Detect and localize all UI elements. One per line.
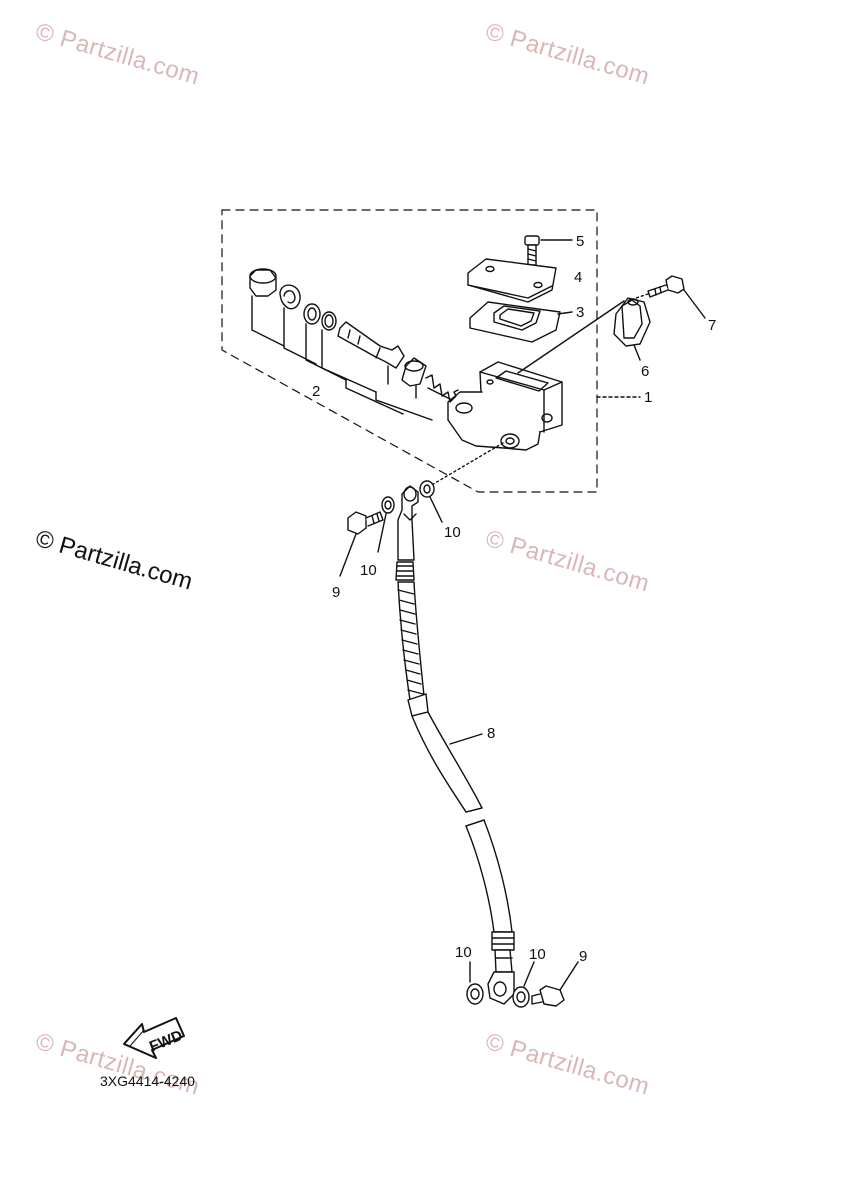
lower-fittings	[466, 961, 579, 1008]
callout-8: 8	[487, 725, 495, 742]
callout-1: 1	[644, 389, 652, 406]
diaphragm-part-3	[469, 301, 573, 343]
callout-4: 4	[574, 269, 582, 286]
callout-3: 3	[576, 304, 584, 321]
brake-hose-part-8	[397, 581, 515, 1005]
callout-5: 5	[576, 233, 584, 250]
axis-line	[429, 442, 504, 487]
callout-2: 2	[312, 383, 320, 400]
assembly-boundary	[221, 209, 598, 493]
clamp-part-6	[613, 297, 651, 361]
callout-10-upper-right: 10	[444, 524, 461, 541]
reservoir-cap-part-4	[467, 258, 557, 303]
callout-7: 7	[708, 317, 716, 334]
callout-10-lower-right: 10	[529, 946, 546, 963]
fwd-arrow-icon	[123, 1017, 185, 1059]
callout-10-lower-left: 10	[455, 944, 472, 961]
callout-9-lower: 9	[579, 948, 587, 965]
callout-6: 6	[641, 363, 649, 380]
piston-kit-part-2	[249, 268, 459, 421]
master-cylinder-body-part-1	[447, 300, 625, 451]
bolt-part-7	[635, 275, 706, 319]
upper-banjo-assembly	[339, 480, 443, 581]
callout-10-upper-left: 10	[360, 562, 377, 579]
callout-9-upper: 9	[332, 584, 340, 601]
diagram-code: 3XG4414-4240	[100, 1073, 195, 1089]
